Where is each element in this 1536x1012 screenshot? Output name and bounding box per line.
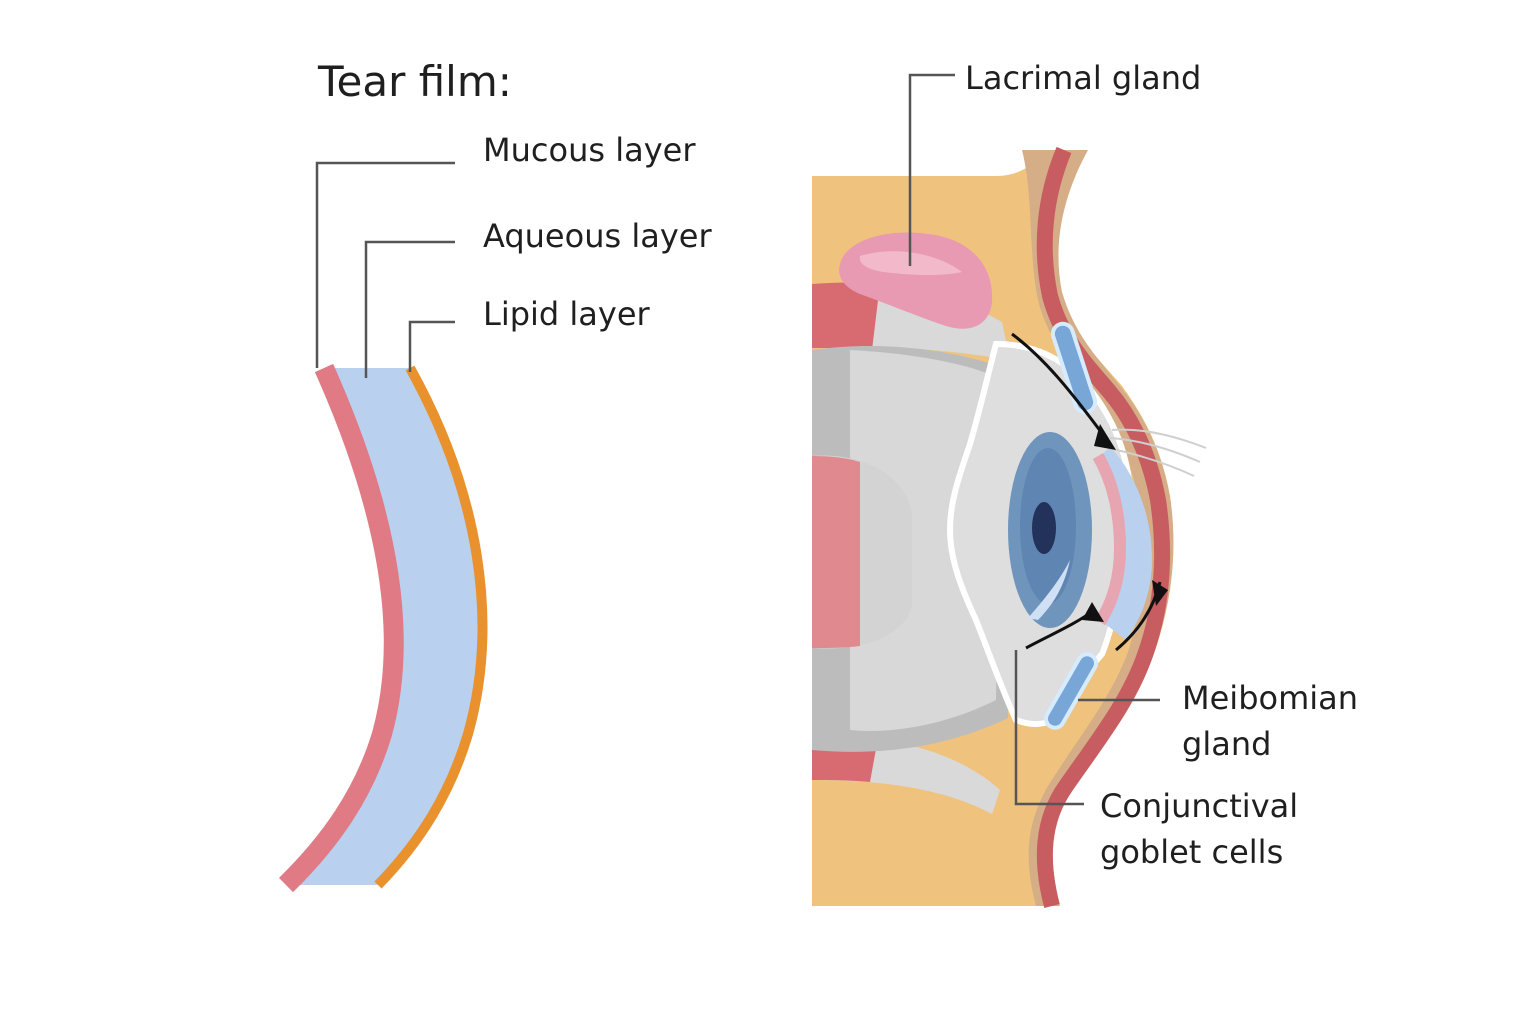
upper-flow-arrow (1011, 332, 1106, 437)
aqueous-layer-label: Aqueous layer (483, 217, 712, 255)
skin-red-line (1036, 146, 1170, 909)
tear-film-layers (279, 363, 488, 893)
lacrimal-gland-label: Lacrimal gland (965, 59, 1202, 97)
lipid-layer-label: Lipid layer (483, 295, 650, 333)
upper-meibomian-shape (1050, 321, 1098, 415)
lacrimal-leader-line (908, 73, 955, 266)
upper-arrow-head (1094, 424, 1116, 450)
lower-meibomian-shape (1044, 652, 1098, 730)
goblet-label-line-2: goblet cells (1100, 833, 1284, 871)
eye-leader-lines (908, 73, 1160, 806)
eye-illustration (812, 146, 1207, 909)
arrow-heads (1082, 424, 1168, 622)
goblet-label-line-1: Conjunctival (1100, 787, 1299, 825)
tear-film-title: Tear film: (318, 57, 512, 106)
mucous-layer-shape (279, 363, 404, 893)
lower-arrow-head (1082, 602, 1104, 622)
lash-2 (1109, 437, 1201, 463)
goblet-leader-line (1014, 650, 1084, 806)
conjunctiva-pink (1092, 452, 1127, 626)
eyelashes (1107, 428, 1207, 477)
iris-reflection (1028, 560, 1070, 620)
eyeball-highlight (850, 350, 1000, 731)
lipid-leader-line (408, 320, 455, 372)
mucous-leader-line (315, 161, 455, 368)
mucous-layer-label: Mucous layer (483, 131, 696, 169)
upper-muscle-red (812, 282, 880, 350)
lipid-layer-shape (374, 365, 488, 889)
meibomian-label-line-2: gland (1182, 725, 1272, 763)
outer-arrow-head (1152, 580, 1168, 606)
meibomian-label-line-1: Meibomian (1182, 679, 1359, 717)
tear-film-leader-lines (315, 161, 455, 378)
mid-muscle-red (812, 456, 860, 648)
aqueous-layer-shape (286, 368, 483, 885)
aqueous-leader-line (364, 240, 455, 378)
lash-1 (1111, 428, 1207, 449)
lash-3 (1107, 447, 1195, 477)
pupil-shape (1032, 502, 1056, 554)
